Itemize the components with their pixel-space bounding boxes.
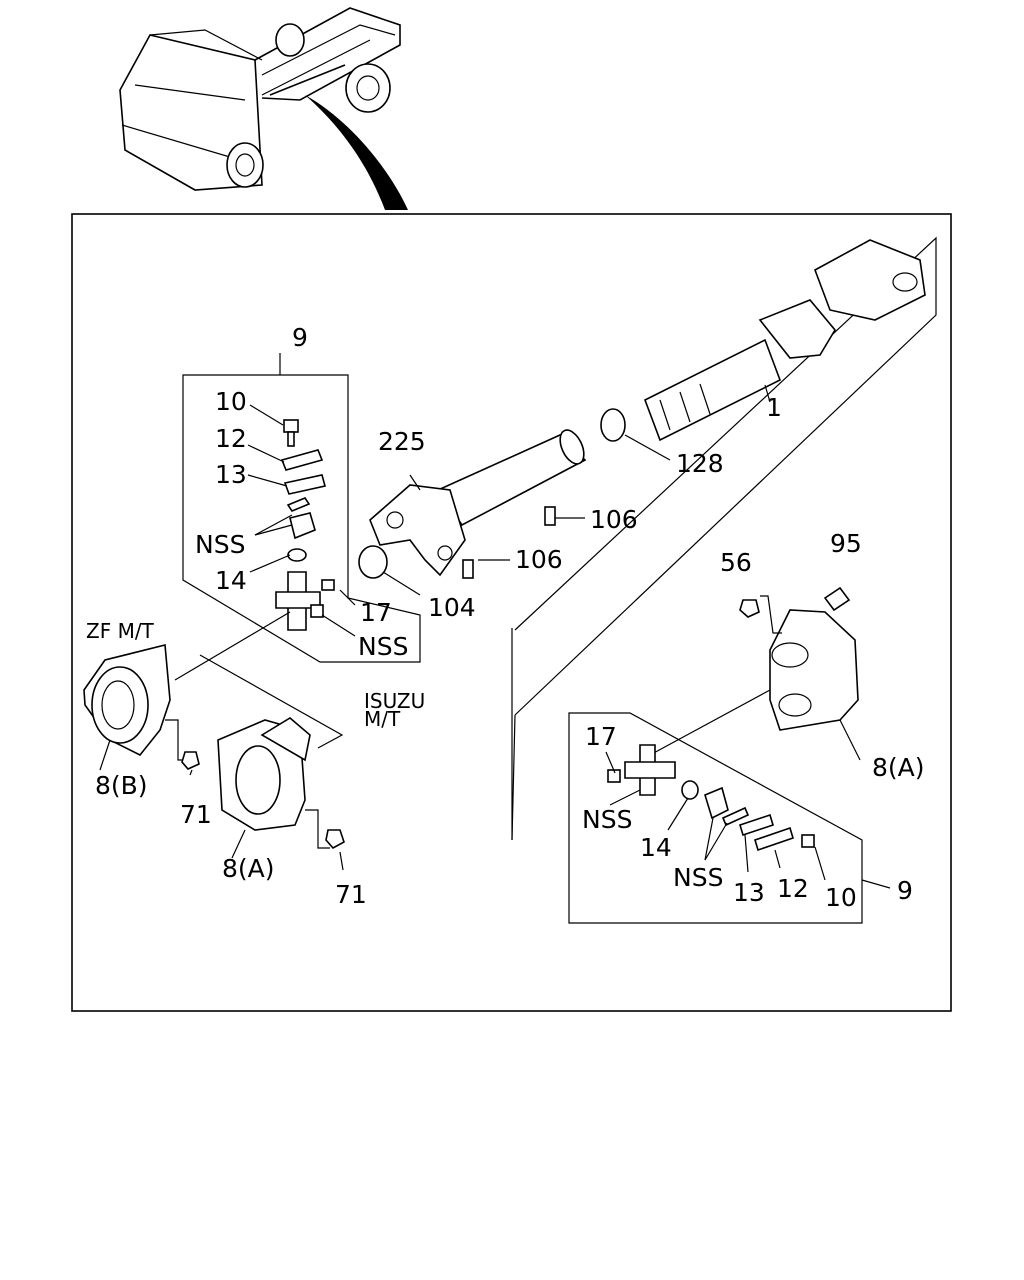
callout-104: 104 [428, 593, 476, 622]
callout-8b: 8(B) [95, 771, 148, 800]
callout-nss-left-2: NSS [358, 632, 408, 661]
callout-12-right: 12 [777, 874, 809, 903]
left-joint-kit [182, 353, 421, 663]
callout-14-right: 14 [640, 833, 672, 862]
callout-17-left: 17 [360, 598, 392, 627]
callouts: 1 225 128 106 106 104 56 95 8(A) 9 9 10 … [95, 323, 925, 912]
callout-8a-right: 8(A) [872, 753, 925, 782]
callout-9-right: 9 [897, 876, 913, 905]
propeller-shaft-assembly [358, 236, 937, 841]
callout-128: 128 [676, 449, 724, 478]
leader-lines [99, 384, 861, 881]
left-flanges [83, 611, 345, 850]
callout-13-right: 13 [733, 878, 765, 907]
callout-95: 95 [830, 529, 862, 558]
callout-10-right: 10 [825, 883, 857, 912]
callout-nss-right-2: NSS [673, 863, 723, 892]
callout-nss-right-1: NSS [582, 805, 632, 834]
main-frame [71, 213, 952, 1012]
callout-8a-left: 8(A) [222, 854, 275, 883]
callout-10-left: 10 [215, 387, 247, 416]
callout-225: 225 [378, 427, 426, 456]
callout-106-upper: 106 [590, 505, 638, 534]
right-joint-kit [568, 586, 891, 924]
truck-overview [119, 7, 408, 210]
callout-17-right: 17 [585, 722, 617, 751]
callout-nss-left-1: NSS [195, 530, 245, 559]
callout-71-right: 71 [335, 880, 367, 909]
callout-9-left: 9 [292, 323, 308, 352]
callout-71-left: 71 [180, 800, 212, 829]
callout-12-left: 12 [215, 424, 247, 453]
note-zf-mt: ZF M/T [86, 619, 155, 643]
notes: ZF M/T ISUZU M/T [86, 619, 425, 731]
callout-1: 1 [766, 393, 782, 422]
note-isuzu-mt: M/T [364, 707, 401, 731]
callout-106-lower: 106 [515, 545, 563, 574]
callout-13-left: 13 [215, 460, 247, 489]
note-isuzu: ISUZU [364, 689, 425, 713]
callout-14-left: 14 [215, 566, 247, 595]
callout-56: 56 [720, 548, 752, 577]
